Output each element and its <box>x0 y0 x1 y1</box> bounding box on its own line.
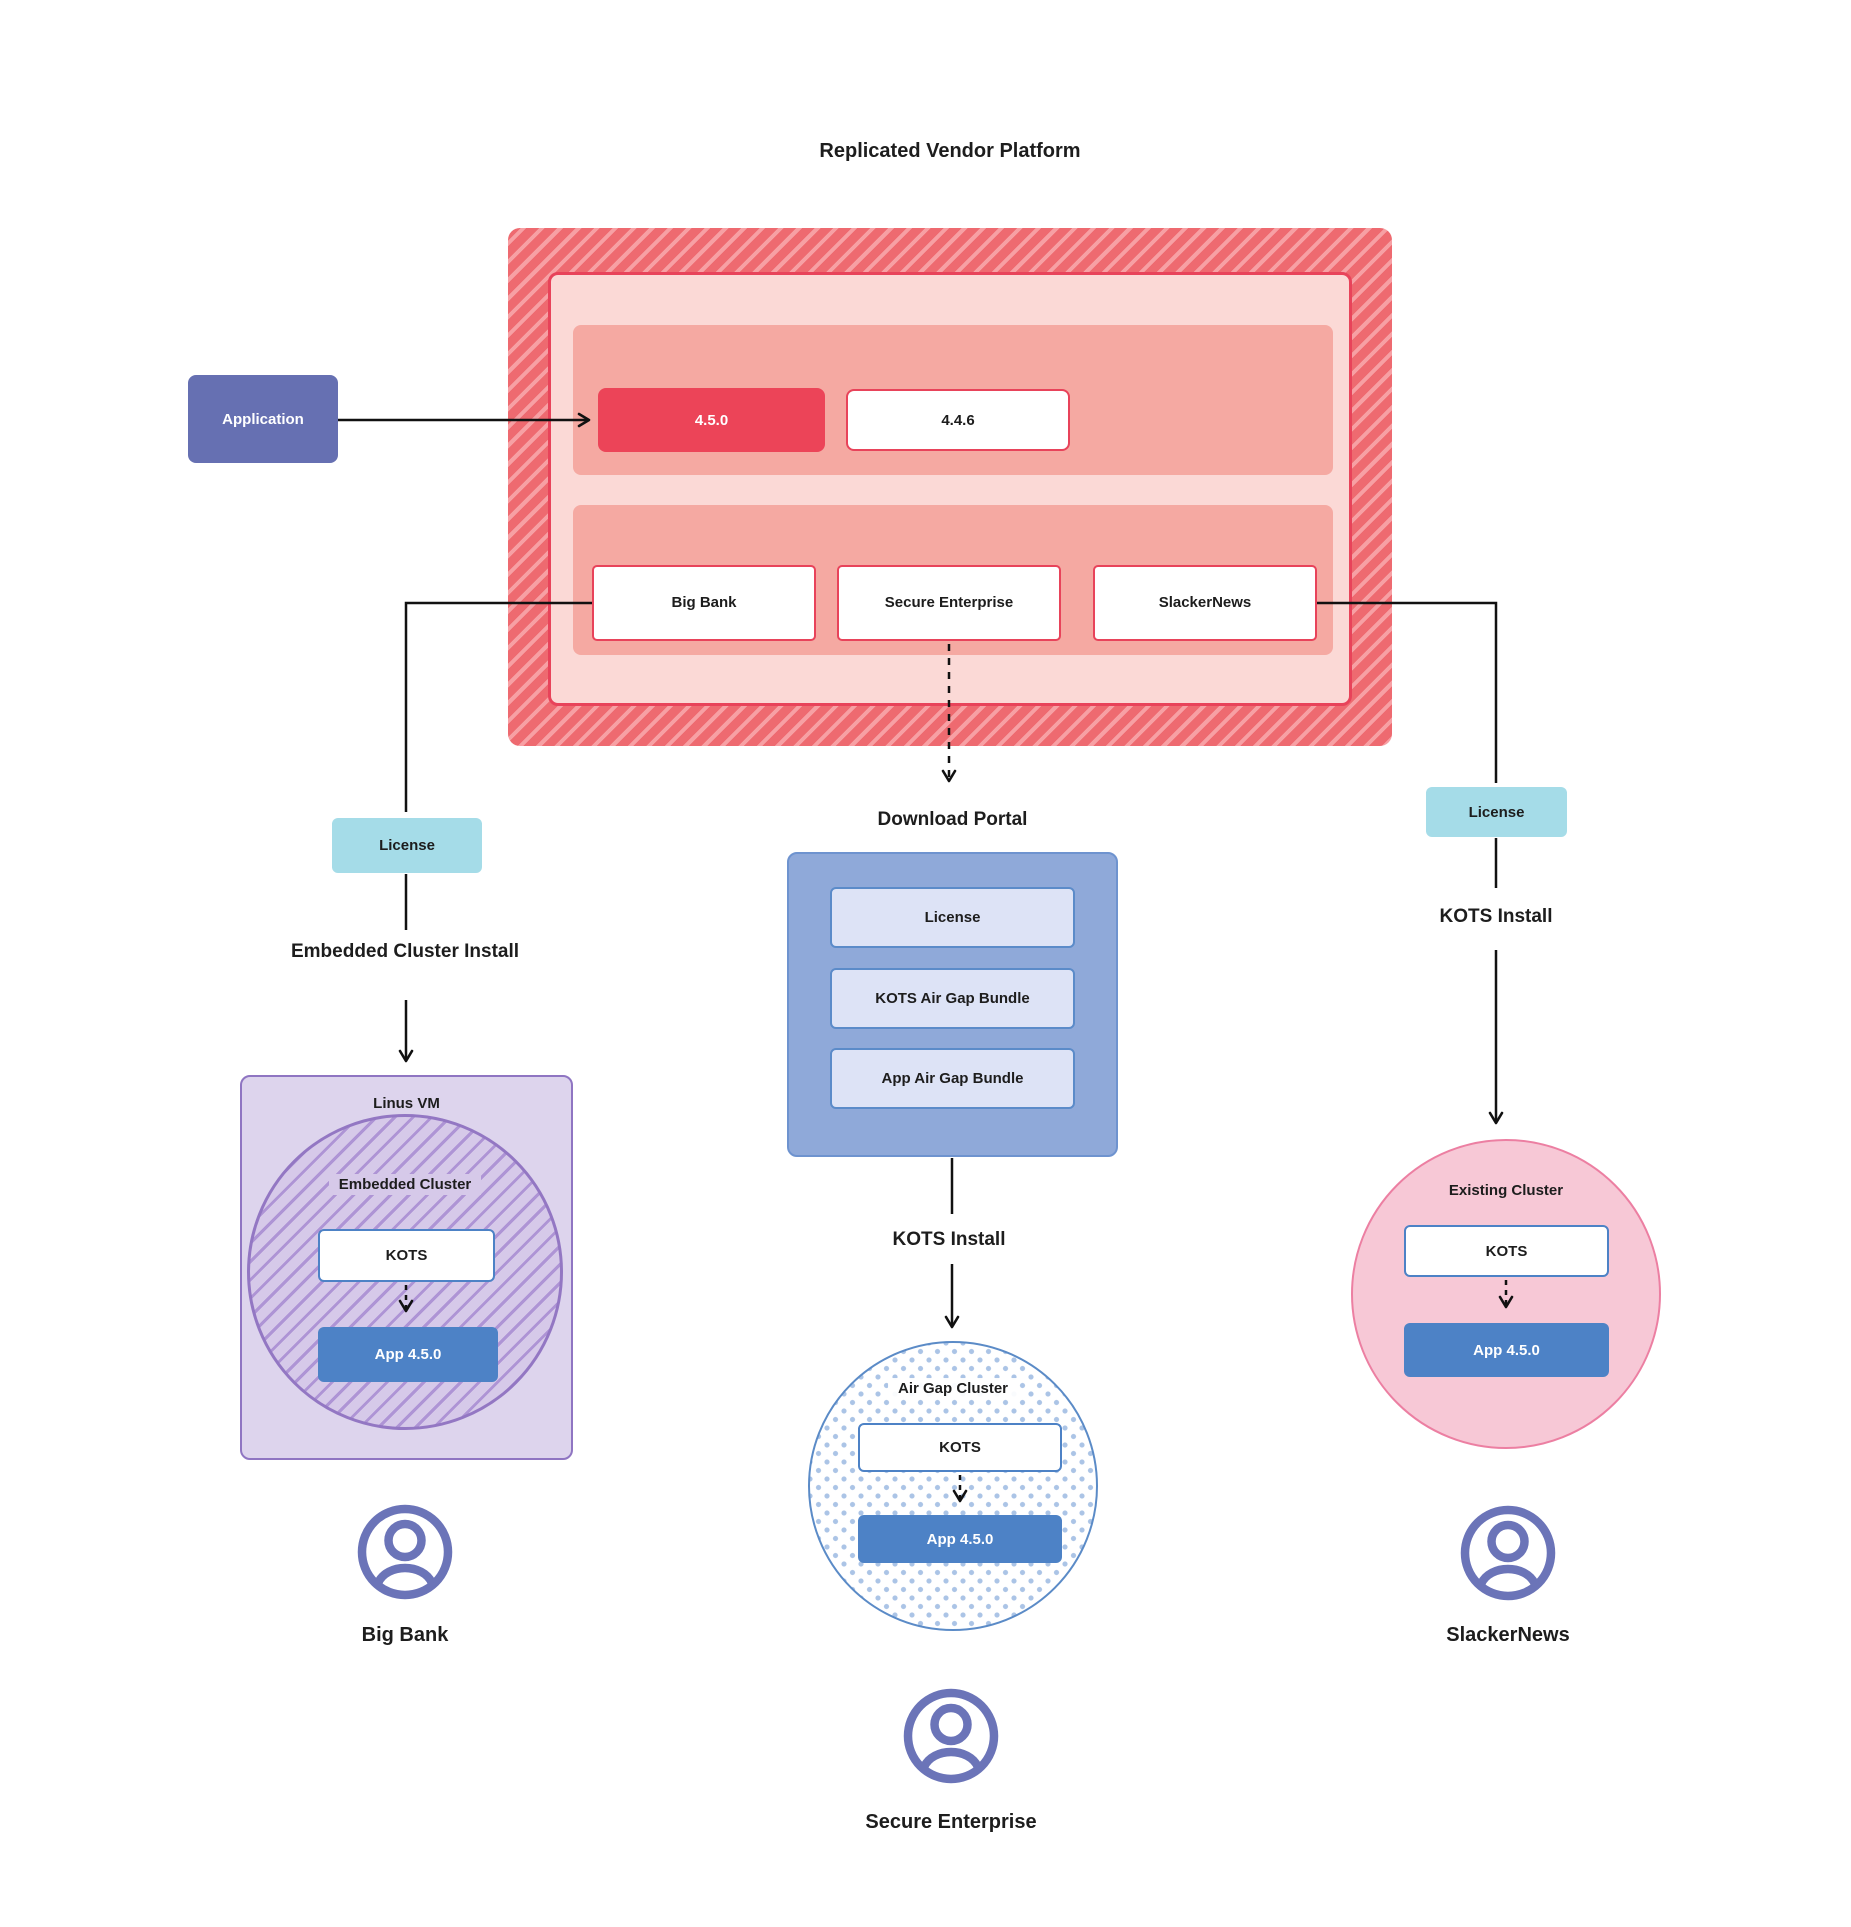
release-446-box: 4.4.6 <box>846 389 1070 451</box>
embedded-cluster-label: Embedded Cluster <box>255 1174 555 1195</box>
download-portal-label: Download Portal <box>877 809 1028 830</box>
license-box-left: License <box>332 818 482 873</box>
linus-vm-label: Linus VM <box>373 1095 440 1112</box>
air-gap-cluster-label: Air Gap Cluster <box>803 1378 1103 1399</box>
app-box-left: App 4.5.0 <box>318 1327 498 1382</box>
app-box-middle: App 4.5.0 <box>858 1515 1062 1563</box>
kots-box-left: KOTS <box>318 1229 495 1282</box>
kots-box-middle: KOTS <box>858 1423 1062 1472</box>
existing-cluster-label: Existing Cluster <box>1448 1182 1564 1199</box>
portal-kots-bundle-box: KOTS Air Gap Bundle <box>830 968 1075 1029</box>
kots-install-label-right: KOTS Install <box>1439 906 1553 927</box>
customer-secure-enterprise: Secure Enterprise <box>837 565 1061 641</box>
diagram-title: Replicated Vendor Platform <box>819 140 1081 162</box>
customer-big-bank: Big Bank <box>592 565 816 641</box>
kots-box-right: KOTS <box>1404 1225 1609 1277</box>
kots-install-label-middle: KOTS Install <box>892 1229 1006 1250</box>
user-label-slackernews: SlackerNews <box>1446 1624 1570 1646</box>
person-icon-secure-enterprise <box>903 1688 999 1784</box>
air-gap-cluster-label-text: Air Gap Cluster <box>887 1378 1019 1399</box>
person-icon-big-bank <box>357 1504 453 1600</box>
person-icon-slackernews <box>1460 1505 1556 1601</box>
application-box: Application <box>188 375 338 463</box>
embedded-cluster-label-text: Embedded Cluster <box>328 1174 482 1195</box>
license-box-right: License <box>1426 787 1567 837</box>
portal-app-bundle-box: App Air Gap Bundle <box>830 1048 1075 1109</box>
embedded-cluster-install-label: Embedded Cluster Install <box>290 941 520 962</box>
app-box-right: App 4.5.0 <box>1404 1323 1609 1377</box>
portal-license-box: License <box>830 887 1075 948</box>
customer-slackernews: SlackerNews <box>1093 565 1317 641</box>
user-label-secure-enterprise: Secure Enterprise <box>865 1811 1037 1833</box>
user-label-big-bank: Big Bank <box>361 1624 449 1646</box>
release-450-box: 4.5.0 <box>598 388 825 452</box>
